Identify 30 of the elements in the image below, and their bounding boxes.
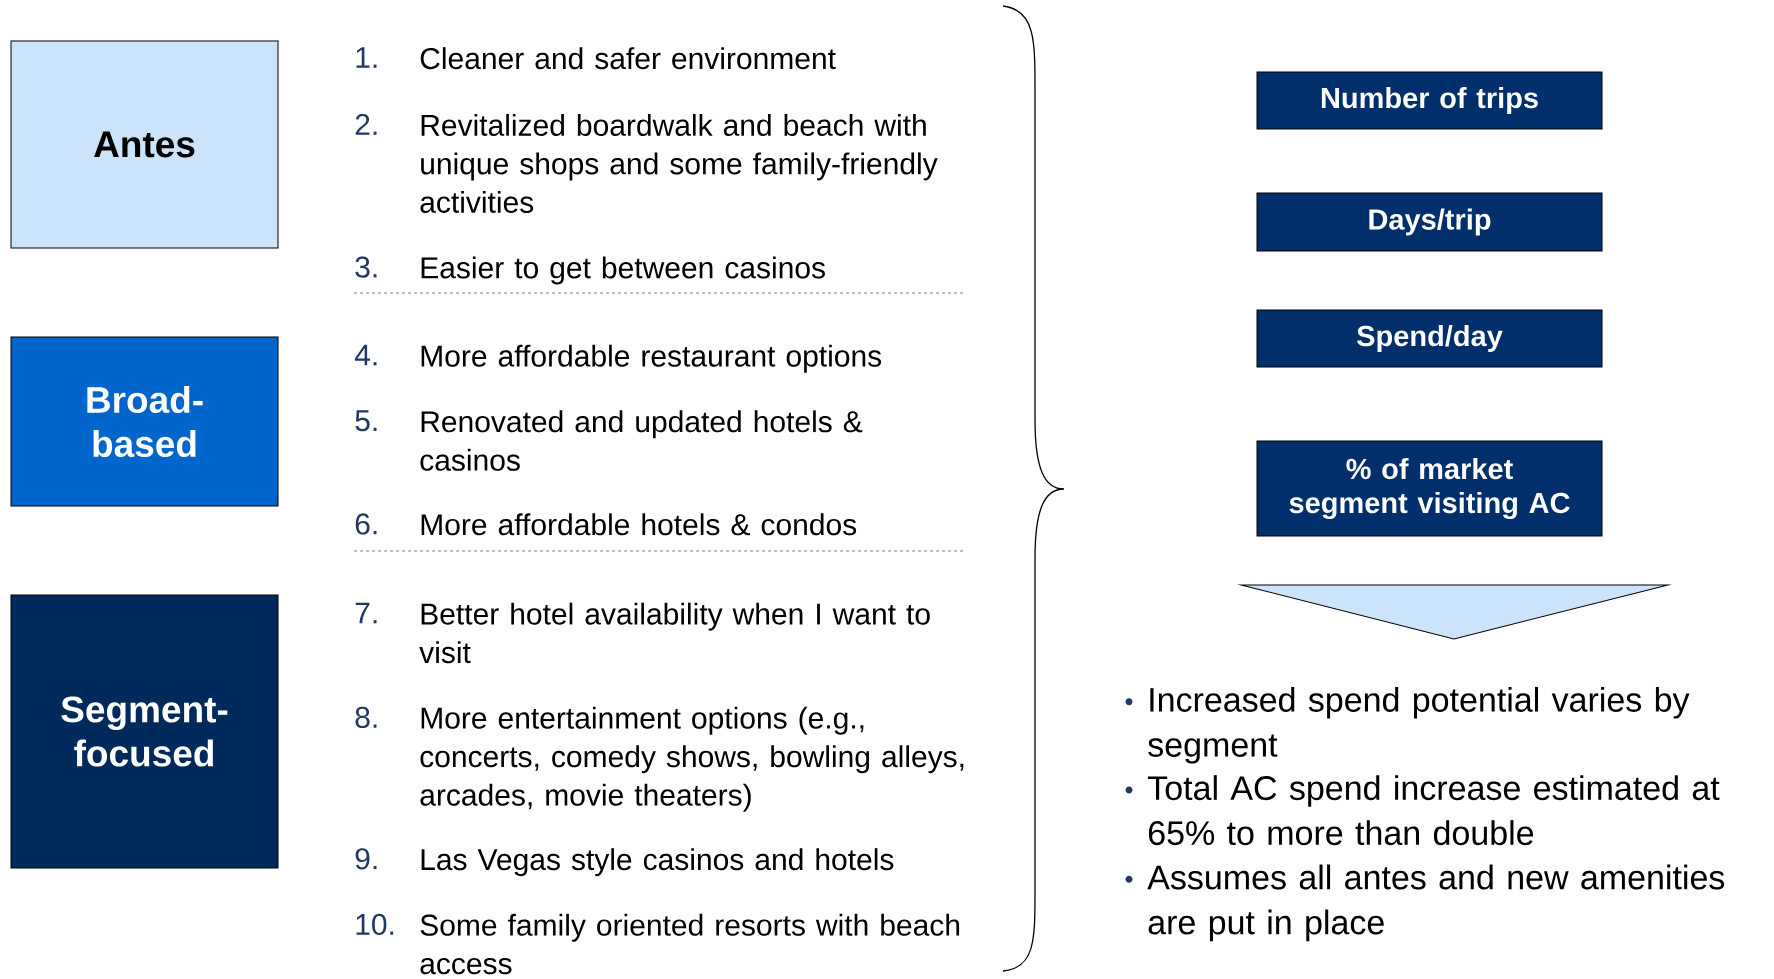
- list-item: Better hotel availability when I want to visit: [419, 602, 930, 664]
- metric-box: Number of trips: [1256, 71, 1603, 130]
- list-item: Some family oriented resorts with beach access: [420, 913, 960, 975]
- list-number: 4.: [354, 344, 377, 366]
- segment-box: Broad-based: [10, 336, 279, 507]
- bullet-point: Increased spend potential varies by segment: [1148, 686, 1690, 764]
- list-number: 8.: [355, 706, 377, 728]
- bullet-point: Total AC spend increase estimated at 65% to more than double: [1148, 775, 1720, 846]
- bullet-point: Assumes all antes and new amenities are put in place: [1147, 864, 1725, 942]
- list-number: 9.: [355, 848, 377, 870]
- segment-box: Antes: [10, 40, 279, 249]
- segment-box: Segment-focused: [10, 594, 279, 869]
- list-item: More affordable restaurant options: [421, 344, 882, 373]
- list-item: More affordable hotels & condos: [421, 513, 857, 536]
- list-number: 7.: [355, 602, 377, 624]
- list-item: Easier to get between casinos: [421, 256, 825, 285]
- metric-box: % of market segment visiting AC: [1256, 440, 1603, 537]
- metric-box: Days/trip: [1256, 192, 1603, 252]
- list-number: 3.: [355, 256, 377, 278]
- list-number: 2.: [355, 113, 377, 135]
- list-number: 1.: [356, 47, 377, 68]
- list-item: Cleaner and safer environment: [420, 47, 836, 70]
- list-item: Las Vegas style casinos and hotels: [421, 848, 894, 877]
- list-number: 10.: [356, 913, 394, 936]
- metric-box: Spend/day: [1256, 309, 1603, 368]
- list-number: 6.: [355, 513, 377, 535]
- list-item: Revitalized boardwalk and beach with unique shops and some family-friendly activities: [420, 113, 938, 213]
- list-item: More entertainment options (e.g., concerts, comedy shows, bowling alleys, arcades, movie theaters): [420, 706, 964, 812]
- list-item: Renovated and updated hotels & casinos: [420, 410, 863, 471]
- list-number: 5.: [355, 410, 377, 432]
